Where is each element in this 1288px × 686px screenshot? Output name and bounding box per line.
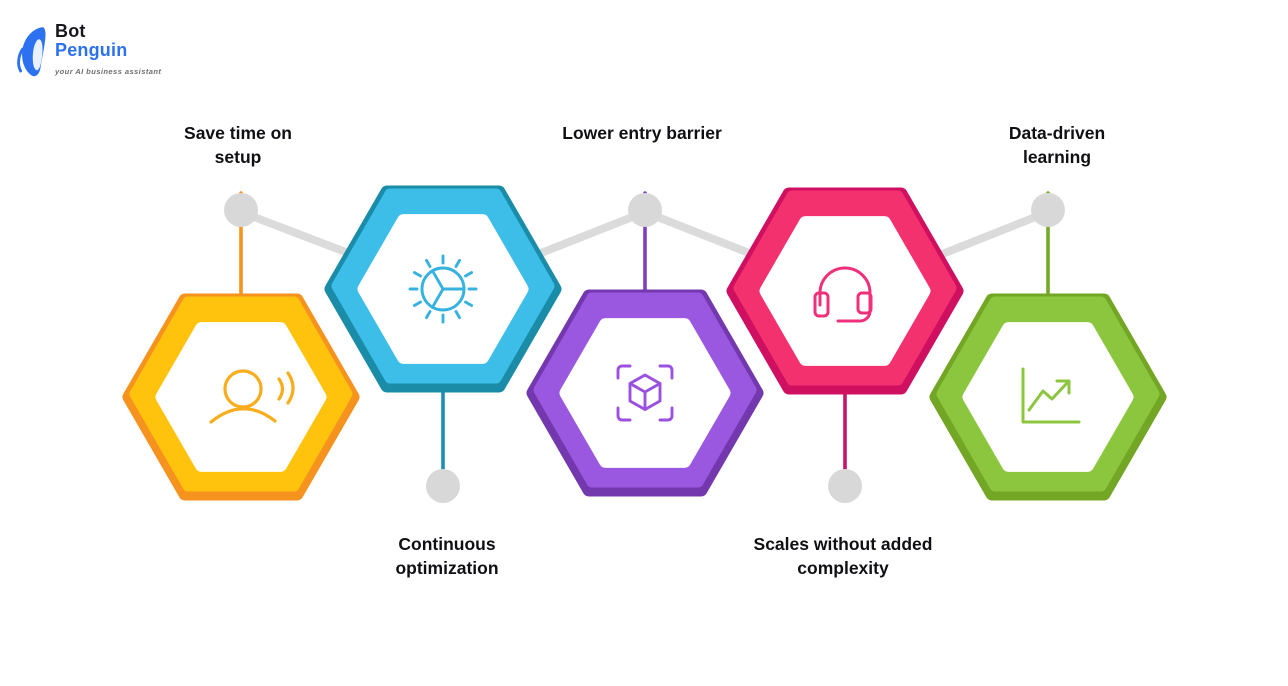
node-bottom-1 <box>426 469 460 503</box>
cube-scan-icon <box>616 364 674 422</box>
brand-name-bottom: Penguin <box>55 40 128 60</box>
label-data-driven-learning: Data-driven learning <box>1008 123 1106 168</box>
node-top-1 <box>224 193 258 227</box>
link-node3-hex4 <box>936 208 1052 259</box>
label-lower-entry-barrier: Lower entry barrier <box>562 123 722 143</box>
hexagon-data-driven <box>929 293 1167 501</box>
penguin-icon <box>17 27 46 77</box>
hexagon-scales-complexity <box>726 187 964 395</box>
connector-nodes <box>224 193 1065 503</box>
label-scales-without-complexity: Scales without added complexity <box>753 534 933 579</box>
brand-tagline: your AI business assistant <box>55 67 162 76</box>
link-node2-hex4 <box>641 208 758 259</box>
link-node1-hex2 <box>237 208 360 260</box>
growth-chart-icon <box>1021 367 1081 424</box>
node-bottom-2 <box>828 469 862 503</box>
label-continuous-optimization: Continuous optimization <box>395 534 499 579</box>
label-save-time-on-setup: Save time on setup <box>184 123 292 168</box>
link-node2-hex2 <box>532 208 649 259</box>
node-top-3 <box>1031 193 1065 227</box>
hexagon-save-time <box>122 293 360 501</box>
hexagon-core <box>759 216 931 366</box>
headset-icon <box>813 266 873 323</box>
brand-name-top: Bot <box>55 21 86 41</box>
node-top-2 <box>628 193 662 227</box>
hexagon-lower-entry-barrier <box>526 289 764 497</box>
connector-links <box>237 208 1052 260</box>
hexagon-continuous-optimization <box>324 185 562 393</box>
hexagon-core <box>155 322 327 472</box>
user-voice-icon <box>209 369 295 424</box>
botpenguin-logo: Bot Penguin your AI business assistant <box>14 22 161 78</box>
gear-segments-icon <box>408 254 478 324</box>
